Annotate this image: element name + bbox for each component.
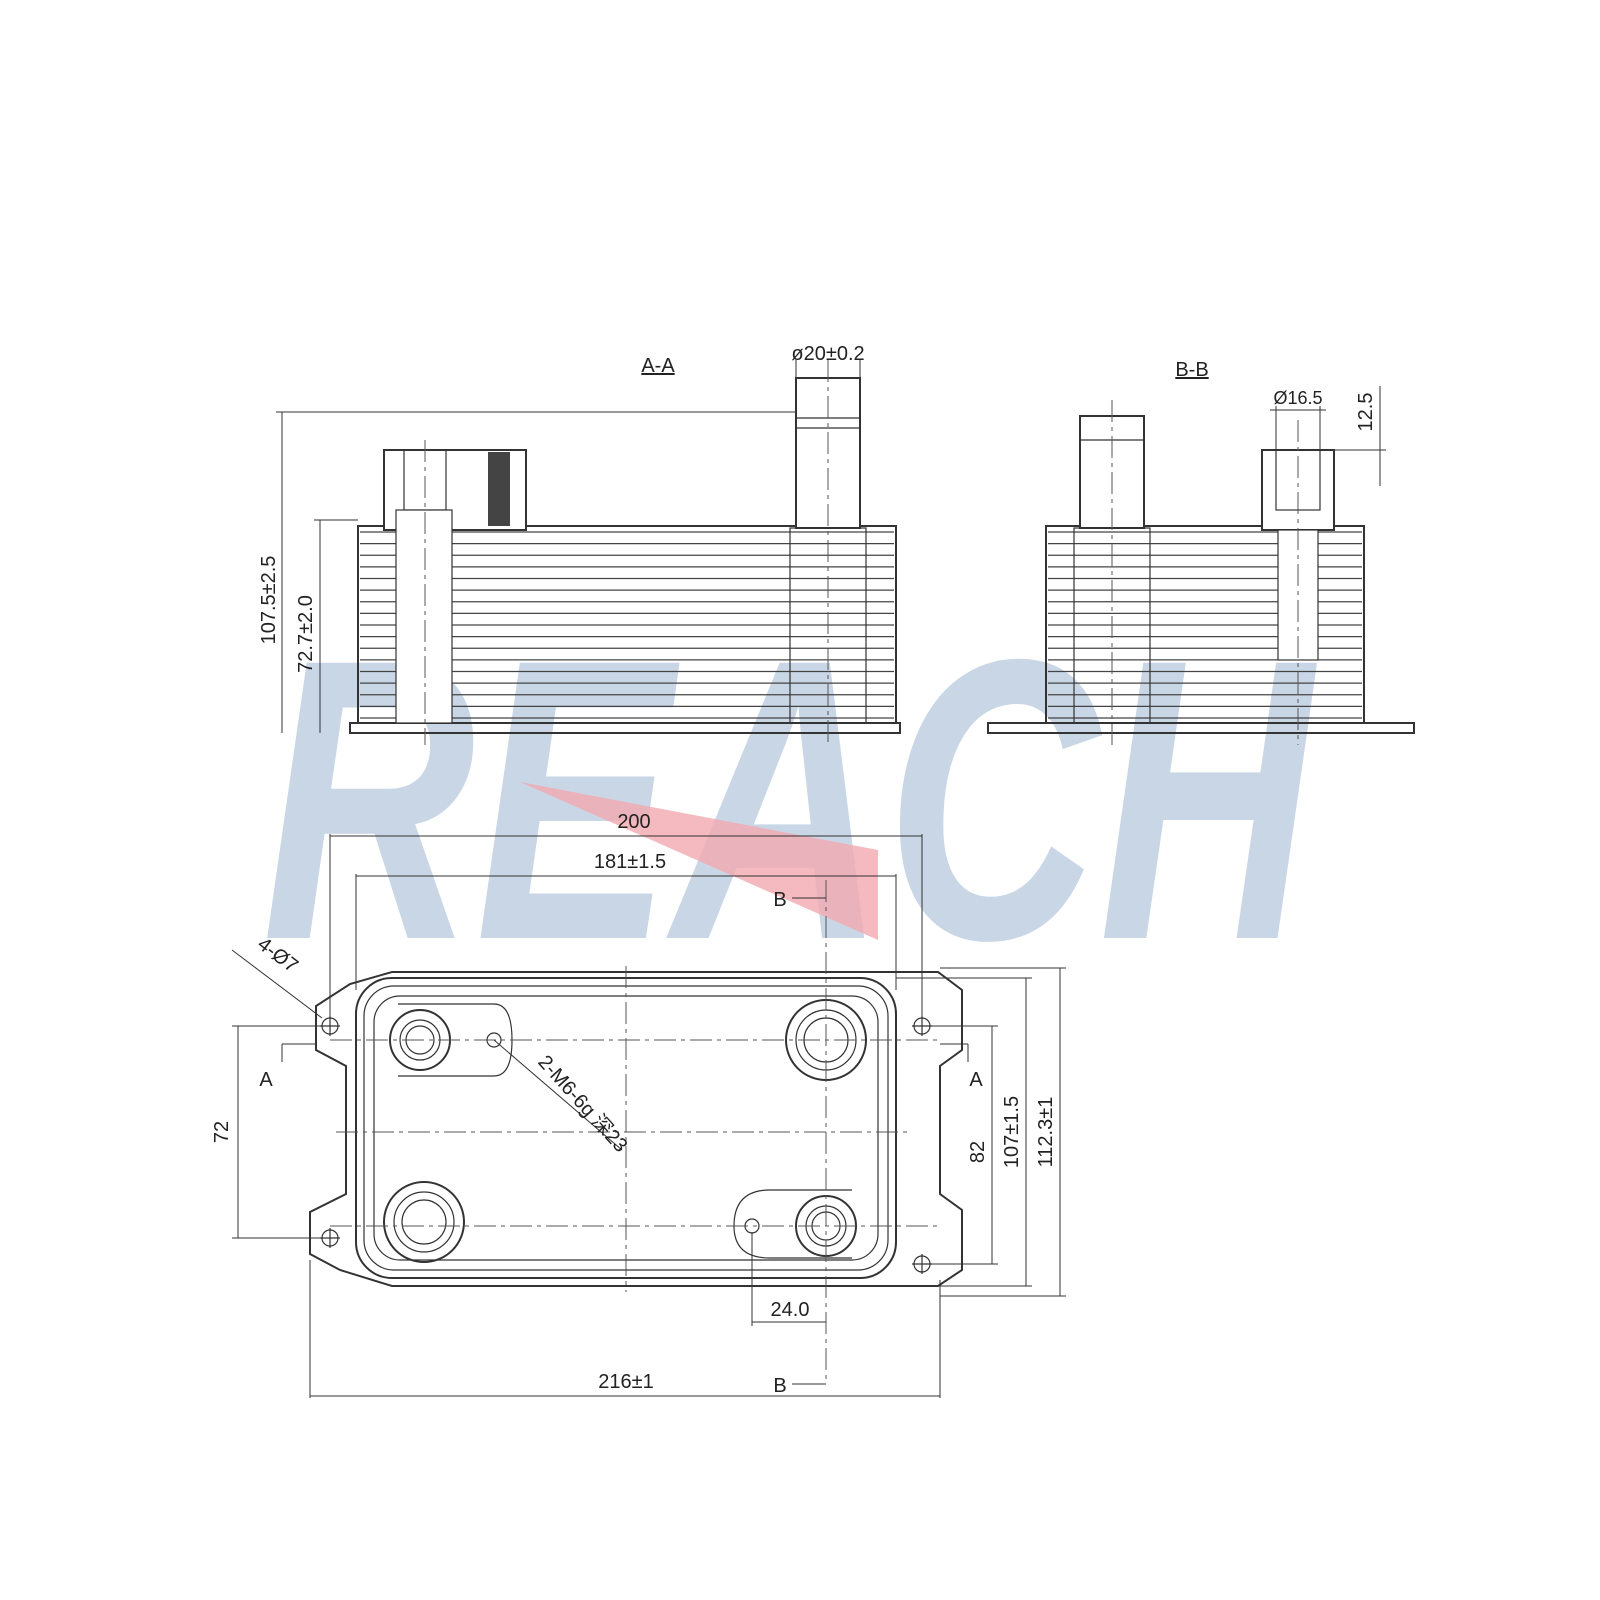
leader-mounting-holes [231, 949, 323, 1019]
thread-note-label: 2-M6-6g 深23 [533, 1051, 632, 1157]
dim-112-label: 112.3±1 [1035, 1097, 1057, 1168]
aa-fin-stack [357, 525, 897, 724]
mounting-hole-bottom-left [320, 1228, 340, 1248]
dim-181-label: 181±1.5 [594, 851, 666, 873]
aa-pipe-diameter: ø20±0.2 [791, 343, 864, 365]
bb-title: B-B [1175, 359, 1208, 381]
bb-pipe-height: 12.5 [1355, 393, 1377, 432]
mounting-hole-bottom-right [912, 1254, 932, 1274]
aa-title: A-A [641, 355, 675, 377]
dim-107-label: 107±1.5 [1001, 1096, 1023, 1168]
aa-thread-hatch [488, 452, 510, 526]
watermark-accent [520, 782, 878, 940]
aa-inner-tube [395, 509, 453, 724]
dim-82-label: 82 [967, 1141, 989, 1163]
leader-thread-note [493, 1039, 623, 1151]
section-b-label-bottom: B [773, 1375, 786, 1397]
section-a-label-right: A [969, 1069, 983, 1091]
section-a-label-left: A [259, 1069, 273, 1091]
plan-base-plate [309, 971, 963, 1287]
aa-overall-height: 107.5±2.5 [258, 556, 280, 645]
dim-216-label: 216±1 [598, 1371, 653, 1393]
dim-72-label: 72 [211, 1121, 233, 1143]
bb-fin-stack [1045, 525, 1365, 724]
bb-pipe-diameter: Ø16.5 [1273, 388, 1322, 408]
dim-24-label: 24.0 [771, 1299, 810, 1321]
section-bb-view: B-B Ø16.5 12.5 [987, 359, 1415, 745]
dim-200-label: 200 [617, 811, 650, 833]
section-aa-view: A-A ø20±0.2 107.5±2.5 72.7±2.0 [258, 343, 901, 745]
aa-body-height: 72.7±2.0 [295, 595, 317, 673]
section-b-label-top: B [773, 889, 786, 911]
port-bottom-left [383, 1181, 465, 1263]
